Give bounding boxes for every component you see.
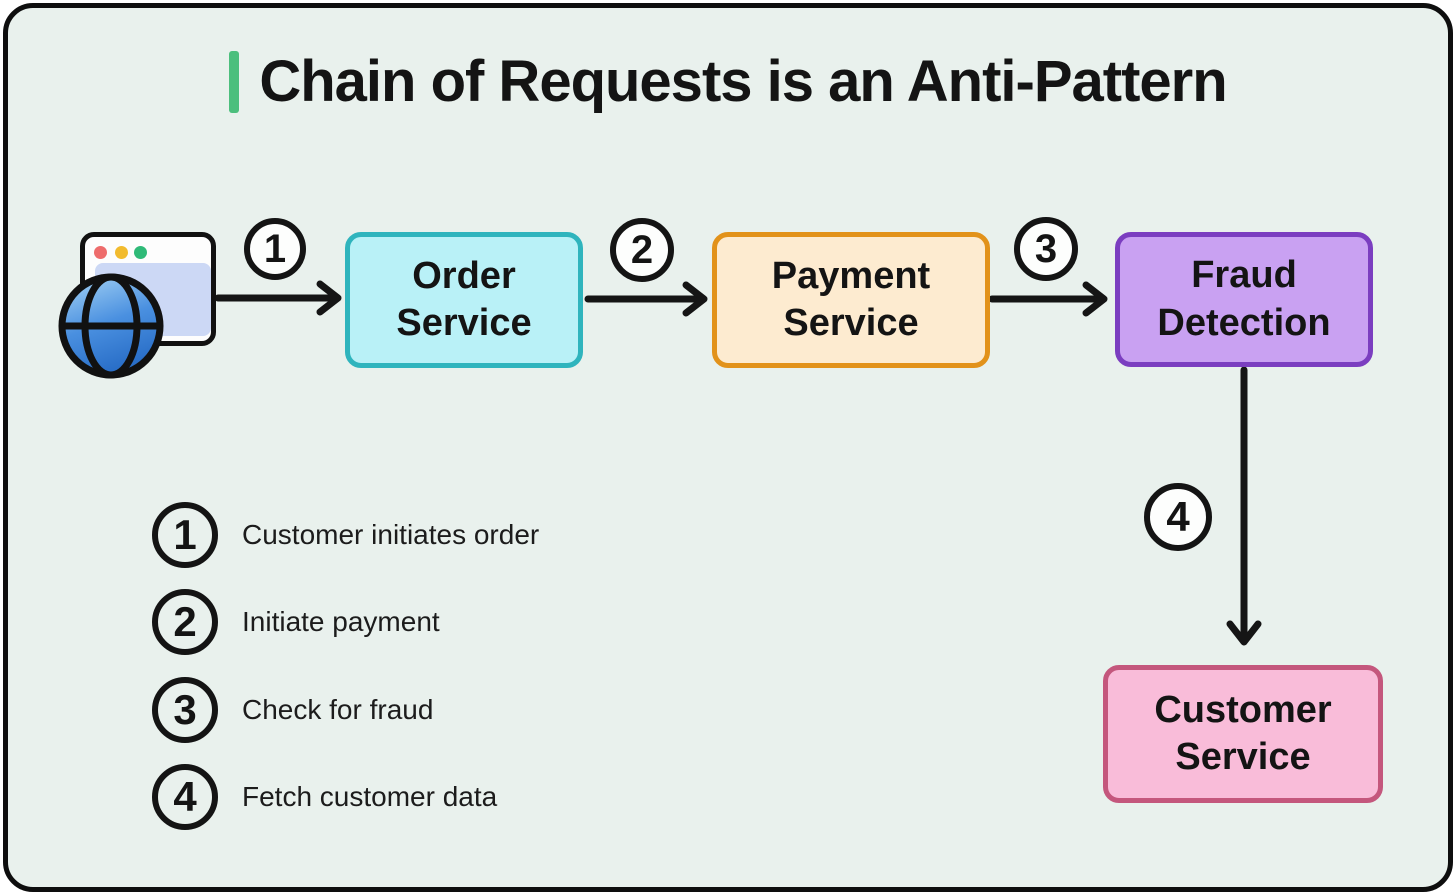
step-badge-4: 4 [1144, 483, 1212, 551]
step-badge-3: 3 [1014, 217, 1078, 281]
legend-text-3: Check for fraud [242, 694, 434, 725]
globe-icon [58, 273, 164, 379]
legend-text-1: Customer initiates order [242, 519, 540, 550]
node-fraud-detection: Fraud Detection [1115, 232, 1373, 367]
traffic-light-green-icon [134, 246, 147, 259]
title-row: Chain of Requests is an Anti-Pattern [0, 48, 1456, 115]
legend-badge-3: 3 [152, 677, 218, 743]
legend-badge-4: 4 [152, 764, 218, 830]
legend-text-4: Fetch customer data [242, 781, 498, 812]
step-badge-2: 2 [610, 218, 674, 282]
legend-badge-1: 1 [152, 502, 218, 568]
traffic-light-yellow-icon [115, 246, 128, 259]
traffic-light-red-icon [94, 246, 107, 259]
step-badge-1: 1 [244, 218, 306, 280]
legend-item: 4 Fetch customer data [152, 764, 497, 830]
legend-badge-2: 2 [152, 589, 218, 655]
legend-text-2: Initiate payment [242, 606, 440, 637]
arrow-step-3 [988, 281, 1108, 317]
arrow-step-2 [584, 281, 708, 317]
node-payment-service: Payment Service [712, 232, 990, 368]
arrow-step-1 [214, 280, 342, 316]
title-accent-bar [229, 50, 240, 113]
node-customer-service: Customer Service [1103, 665, 1383, 803]
legend-item: 1 Customer initiates order [152, 502, 539, 568]
arrow-step-4 [1226, 366, 1262, 646]
page-title: Chain of Requests is an Anti-Pattern [259, 49, 1227, 114]
node-order-service: Order Service [345, 232, 583, 368]
client-browser-globe-icon [55, 224, 230, 389]
legend-item: 3 Check for fraud [152, 677, 433, 743]
legend-item: 2 Initiate payment [152, 589, 440, 655]
